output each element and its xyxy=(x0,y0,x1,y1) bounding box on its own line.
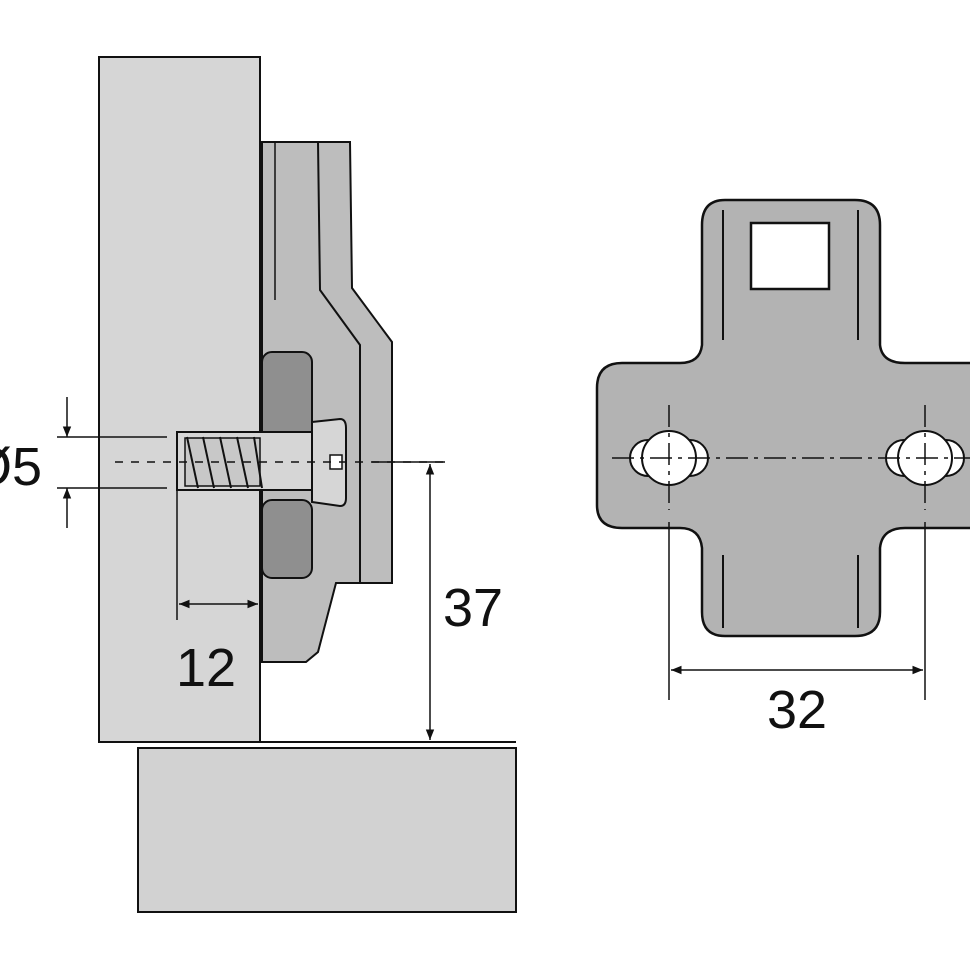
spacing-label: 32 xyxy=(767,680,827,740)
spacing-dimension: 32 xyxy=(668,522,926,740)
cabinet-side-panel xyxy=(98,56,261,743)
diameter-dimension: Ø5 xyxy=(0,397,167,528)
cross-mounting-plate xyxy=(595,198,970,638)
mounting-plate-profile xyxy=(261,141,393,663)
depth-dimension: 12 xyxy=(176,490,258,698)
height-dimension: 37 xyxy=(372,461,503,740)
depth-label: 12 xyxy=(176,638,236,698)
height-label: 37 xyxy=(443,578,503,638)
dark-block-lower xyxy=(261,499,313,579)
diameter-label: Ø5 xyxy=(0,437,42,497)
euro-screw xyxy=(176,417,347,508)
square-hole xyxy=(749,221,831,291)
bottom-panel xyxy=(137,747,517,913)
